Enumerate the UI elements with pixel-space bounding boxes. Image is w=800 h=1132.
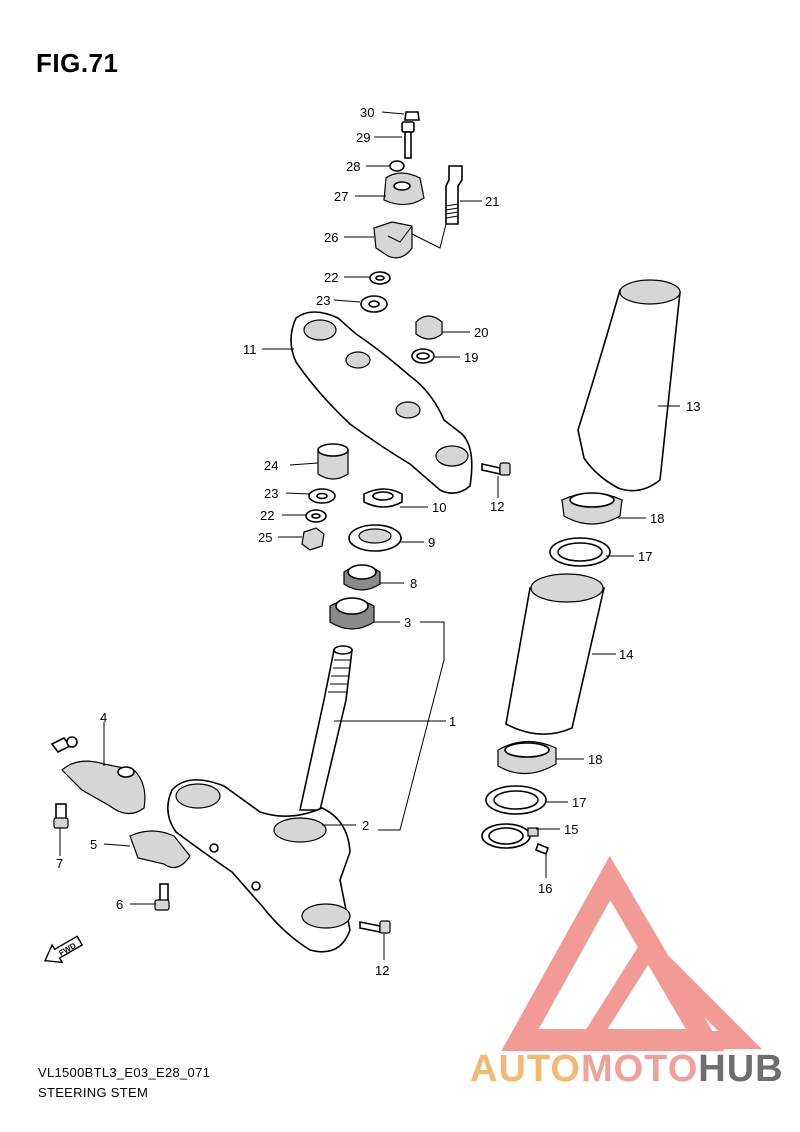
part-4-steering-lock: [50, 736, 146, 815]
callout-15: 15: [564, 822, 578, 837]
watermark-auto: AUTO: [470, 1048, 581, 1090]
callout-25: 25: [258, 530, 272, 545]
callout-21: 21: [485, 194, 499, 209]
part-14-fork-cover-lower: [505, 573, 605, 735]
leader-lines: [59, 111, 680, 960]
part-15-clamp-ring: [481, 823, 539, 849]
part-10-stem-nut: [363, 488, 403, 508]
part-1-steering-stem: [299, 645, 353, 811]
callout-12a: 12: [490, 499, 504, 514]
callout-23b: 23: [264, 486, 278, 501]
part-26-holder-lower: [373, 221, 447, 259]
callout-1: 1: [449, 714, 456, 729]
section-name: STEERING STEM: [38, 1085, 149, 1100]
callout-19: 19: [464, 350, 478, 365]
callout-16: 16: [538, 881, 552, 896]
callout-5: 5: [90, 837, 97, 852]
part-8-bearing: [343, 564, 381, 591]
callout-3: 3: [404, 615, 411, 630]
callout-labels: 30 29 28 27 21 26 22 23 20 11 19 13 24 1…: [56, 105, 700, 978]
callout-23a: 23: [316, 293, 330, 308]
part-18-spacer-upper: [561, 492, 623, 525]
figure-title: FIG.71: [36, 48, 119, 78]
callout-9: 9: [428, 535, 435, 550]
callout-12b: 12: [375, 963, 389, 978]
callout-26: 26: [324, 230, 338, 245]
callout-6: 6: [116, 897, 123, 912]
part-12-bolt-upper: [481, 462, 511, 476]
callout-17b: 17: [572, 795, 586, 810]
part-16-screw: [535, 842, 549, 856]
part-7-bolt: [53, 803, 69, 829]
part-29-bolt: [401, 121, 415, 159]
forward-arrow-icon: FWD: [43, 935, 84, 964]
part-23-washer-lower: [308, 488, 336, 504]
callout-17a: 17: [638, 549, 652, 564]
part-13-fork-cover-upper: [577, 279, 681, 492]
part-17-ring-lower: [485, 785, 547, 815]
callout-20: 20: [474, 325, 488, 340]
part-9-dust-seal: [348, 524, 402, 552]
callout-8: 8: [410, 576, 417, 591]
watermark-moto: MOTO: [580, 1048, 699, 1090]
callout-27: 27: [334, 189, 348, 204]
callout-7: 7: [56, 856, 63, 871]
part-28-washer: [389, 160, 405, 172]
part-5-clamp: [129, 830, 191, 869]
part-25-nut: [301, 527, 325, 551]
callout-18a: 18: [650, 511, 664, 526]
callout-24: 24: [264, 458, 278, 473]
part-2-lower-bracket: [167, 779, 351, 953]
part-18-spacer-lower: [497, 740, 557, 775]
callout-18b: 18: [588, 752, 602, 767]
callout-22b: 22: [260, 508, 274, 523]
callout-28: 28: [346, 159, 360, 174]
callout-29: 29: [356, 130, 370, 145]
callout-10: 10: [432, 500, 446, 515]
callout-2: 2: [362, 818, 369, 833]
callout-30: 30: [360, 105, 374, 120]
part-20-cap: [415, 315, 443, 340]
part-17-ring-upper: [549, 537, 611, 567]
part-22-washer-lower: [305, 509, 327, 523]
part-21-bolt: [445, 165, 463, 225]
part-30-cap: [404, 111, 420, 121]
part-27-holder-upper: [383, 172, 425, 206]
part-6-bolt: [154, 883, 170, 911]
part-11-upper-bracket: [290, 311, 473, 494]
part-22-washer-upper: [369, 271, 391, 285]
model-code: VL1500BTL3_E03_E28_071: [38, 1065, 211, 1080]
callout-13: 13: [686, 399, 700, 414]
watermark-text: AUTOMOTOHUB: [470, 1048, 784, 1091]
callout-14: 14: [619, 647, 633, 662]
part-19-washer: [411, 348, 435, 364]
watermark-logo: [501, 855, 762, 1051]
callout-11: 11: [243, 342, 257, 357]
callout-22a: 22: [324, 270, 338, 285]
part-12-bolt-lower: [359, 920, 391, 934]
watermark-hub: HUB: [698, 1048, 784, 1090]
part-3-bearing: [329, 597, 375, 630]
part-23-washer-upper: [360, 295, 388, 313]
callout-4: 4: [100, 710, 107, 725]
part-24-spacer: [317, 443, 349, 480]
